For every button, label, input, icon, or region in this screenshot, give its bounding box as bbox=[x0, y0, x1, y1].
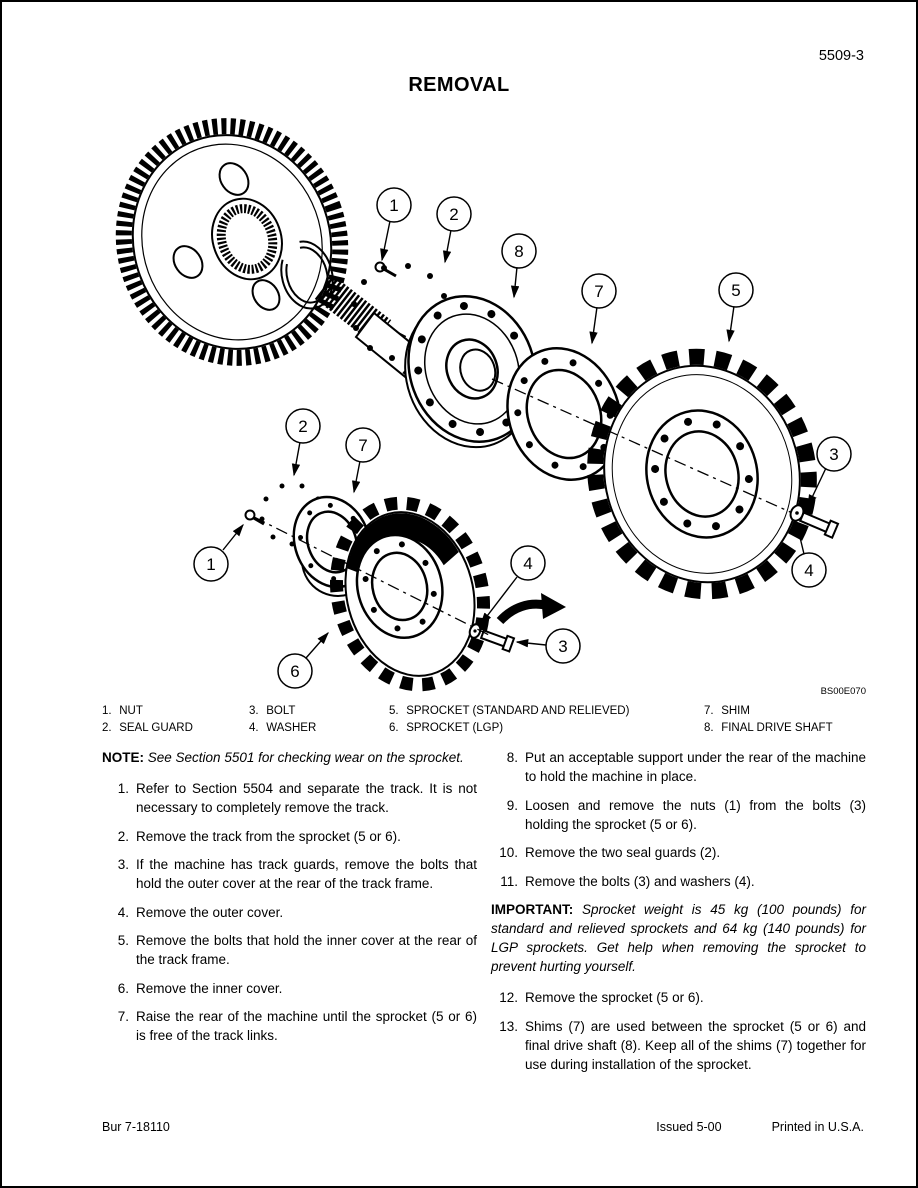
final-drive-shaft-flange bbox=[404, 295, 537, 449]
bolt bbox=[798, 511, 840, 539]
right-column: 8.Put an acceptable support under the re… bbox=[491, 748, 866, 1083]
callout-nut-lower: 1 bbox=[193, 523, 244, 582]
legend-item-washer: 4. WASHER bbox=[249, 722, 317, 734]
snap-ring bbox=[280, 240, 334, 310]
shim bbox=[506, 347, 622, 481]
footer-form-number: Bur 7-18110 bbox=[102, 1120, 170, 1134]
legend-item-bolt: 3. BOLT bbox=[249, 705, 296, 717]
step-12: 12.Remove the sprocket (5 or 6). bbox=[499, 990, 704, 1005]
svg-text:2: 2 bbox=[298, 417, 307, 436]
important-label: IMPORTANT: bbox=[491, 902, 574, 917]
note-paragraph: NOTE: See Section 5501 for checking wear… bbox=[102, 750, 464, 765]
figure-code: BS00E070 bbox=[820, 686, 866, 697]
callout-seal-guard: 2 bbox=[436, 196, 472, 264]
sprocket-standard bbox=[587, 348, 817, 600]
svg-text:1: 1 bbox=[206, 555, 215, 574]
svg-text:2: 2 bbox=[449, 205, 458, 224]
svg-text:7: 7 bbox=[594, 282, 603, 301]
svg-text:1: 1 bbox=[389, 196, 398, 215]
svg-text:7: 7 bbox=[358, 436, 367, 455]
left-column: NOTE: See Section 5501 for checking wear… bbox=[102, 748, 477, 1083]
svg-text:5: 5 bbox=[731, 281, 740, 300]
callout-shim-lower: 7 bbox=[345, 427, 381, 494]
legend-item-nut: 1. NUT bbox=[102, 705, 143, 717]
step-10: 10.Remove the two seal guards (2). bbox=[499, 845, 721, 860]
page-title: REMOVAL bbox=[408, 74, 510, 96]
step-5: 5.Remove the bolts that hold the inner c… bbox=[117, 933, 477, 967]
page-footer: Bur 7-18110 Issued 5-00 Printed in U.S.A… bbox=[102, 1120, 864, 1134]
footer-issued-date: Issued 5-00 bbox=[656, 1120, 722, 1134]
lower-axis-dashed-line bbox=[253, 516, 490, 636]
footer-printed-in: Printed in U.S.A. bbox=[771, 1120, 864, 1134]
step-2: 2.Remove the track from the sprocket (5 … bbox=[117, 828, 401, 844]
legend-item-sprocket-standard: 5. SPROCKET (STANDARD AND RELIEVED) bbox=[389, 705, 630, 717]
instruction-columns: NOTE: See Section 5501 for checking wear… bbox=[102, 748, 866, 1083]
parts-legend: 1. NUT 3. BOLT 5. SPROCKET (STANDARD AND… bbox=[102, 703, 866, 737]
drive-gear-illustration bbox=[115, 118, 349, 366]
exploded-view-figure: 1 2 8 7 5 bbox=[2, 97, 916, 697]
step-3: 3.If the machine has track guards, remov… bbox=[117, 857, 477, 891]
step-4: 4.Remove the outer cover. bbox=[117, 904, 284, 920]
bolt-lower bbox=[479, 629, 516, 653]
step-13: 13.Shims (7) are used between the sprock… bbox=[499, 1018, 866, 1072]
step-6: 6.Remove the inner cover. bbox=[117, 980, 283, 996]
legend-item-shim: 7. SHIM bbox=[704, 705, 750, 717]
washer-lower bbox=[468, 623, 482, 639]
svg-text:8: 8 bbox=[514, 242, 523, 261]
step-9: 9.Loosen and remove the nuts (1) from th… bbox=[506, 797, 866, 832]
svg-text:4: 4 bbox=[523, 554, 532, 573]
exploded-view-drawing: 1 2 8 7 5 bbox=[115, 118, 852, 692]
step-8: 8.Put an acceptable support under the re… bbox=[506, 750, 866, 784]
svg-text:6: 6 bbox=[290, 662, 299, 681]
important-paragraph: IMPORTANT: Sprocket weight is 45 kg (100… bbox=[491, 902, 866, 974]
sprocket-lgp bbox=[329, 496, 491, 692]
callout-sprocket-standard: 5 bbox=[718, 272, 754, 343]
nut-lower bbox=[244, 509, 265, 526]
page-number: 5509-3 bbox=[818, 48, 864, 64]
callout-nut: 1 bbox=[376, 187, 412, 262]
legend-item-final-drive-shaft: 8. FINAL DRIVE SHAFT bbox=[704, 722, 833, 734]
callout-shim: 7 bbox=[581, 273, 617, 345]
svg-text:4: 4 bbox=[804, 561, 813, 580]
step-1: 1.Refer to Section 5504 and separate the… bbox=[117, 781, 477, 815]
upper-axis-dashed-line bbox=[491, 378, 798, 516]
step-11: 11.Remove the bolts (3) and washers (4). bbox=[500, 873, 755, 889]
note-label: NOTE: bbox=[102, 750, 144, 765]
svg-text:3: 3 bbox=[829, 445, 838, 464]
svg-text:3: 3 bbox=[558, 637, 567, 656]
legend-item-sprocket-lgp: 6. SPROCKET (LGP) bbox=[389, 722, 504, 734]
step-7: 7.Raise the rear of the machine until th… bbox=[117, 1009, 477, 1043]
callout-sprocket-lgp: 6 bbox=[277, 631, 329, 689]
callout-washer-lower: 4 bbox=[480, 545, 546, 626]
callout-bolt-lower: 3 bbox=[515, 628, 581, 664]
callout-bolt: 3 bbox=[807, 436, 852, 508]
callout-final-drive-shaft: 8 bbox=[501, 233, 537, 299]
legend-item-seal-guard: 2. SEAL GUARD bbox=[102, 722, 193, 734]
direction-arrow bbox=[496, 593, 566, 625]
callout-washer: 4 bbox=[791, 523, 827, 588]
callout-seal-guard-lower: 2 bbox=[285, 408, 321, 477]
